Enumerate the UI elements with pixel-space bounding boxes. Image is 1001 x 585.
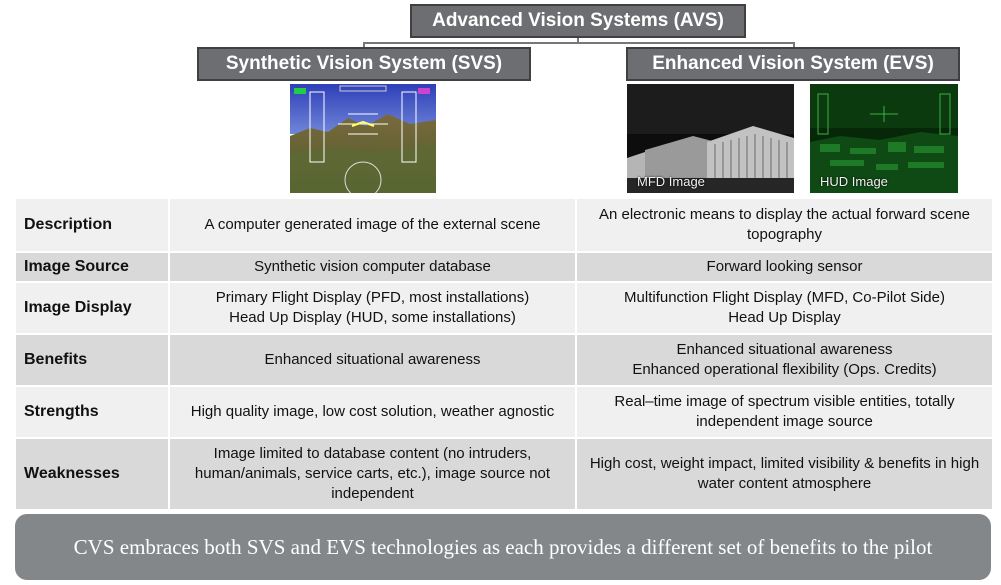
avs-title-box: Advanced Vision Systems (AVS)	[410, 4, 746, 38]
row-header: Image Display	[14, 281, 170, 335]
svs-cell: High quality image, low cost solution, w…	[168, 385, 577, 439]
connector-horizontal	[363, 42, 794, 44]
table-row-strengths: Strengths High quality image, low cost s…	[14, 385, 994, 439]
table-row-benefits: Benefits Enhanced situational awareness …	[14, 333, 994, 387]
hud-image-label: HUD Image	[820, 174, 888, 189]
evs-hud-image: HUD Image	[810, 84, 958, 193]
evs-cell: An electronic means to display the actua…	[575, 197, 994, 253]
svs-cell: A computer generated image of the extern…	[168, 197, 577, 253]
svs-title-box: Synthetic Vision System (SVS)	[197, 47, 531, 81]
evs-cell: Real–time image of spectrum visible enti…	[575, 385, 994, 439]
table-row-description: Description A computer generated image o…	[14, 197, 994, 253]
table-row-weaknesses: Weaknesses Image limited to database con…	[14, 437, 994, 511]
connector-avs-down	[577, 38, 579, 43]
avs-title: Advanced Vision Systems (AVS)	[432, 10, 724, 31]
row-header: Description	[14, 197, 170, 253]
row-header: Benefits	[14, 333, 170, 387]
svs-cell: Primary Flight Display (PFD, most instal…	[168, 281, 577, 335]
summary-text: CVS embraces both SVS and EVS technologi…	[73, 535, 933, 559]
evs-title-box: Enhanced Vision System (EVS)	[626, 47, 960, 81]
row-header: Weaknesses	[14, 437, 170, 511]
row-header: Image Source	[14, 251, 170, 283]
connector-svs	[363, 42, 365, 47]
evs-cell: Enhanced situational awareness Enhanced …	[575, 333, 994, 387]
summary-banner: CVS embraces both SVS and EVS technologi…	[15, 514, 991, 580]
svs-cell: Enhanced situational awareness	[168, 333, 577, 387]
svs-synthetic-image	[290, 84, 436, 193]
svs-title: Synthetic Vision System (SVS)	[225, 53, 503, 74]
row-header: Strengths	[14, 385, 170, 439]
evs-cell: Multifunction Flight Display (MFD, Co-Pi…	[575, 281, 994, 335]
evs-title: Enhanced Vision System (EVS)	[652, 53, 934, 74]
evs-cell: Forward looking sensor	[575, 251, 994, 283]
table-row-image-source: Image Source Synthetic vision computer d…	[14, 251, 994, 283]
connector-evs	[793, 42, 795, 47]
evs-cell: High cost, weight impact, limited visibi…	[575, 437, 994, 511]
evs-mfd-image: MFD Image	[627, 84, 794, 193]
table-row-image-display: Image Display Primary Flight Display (PF…	[14, 281, 994, 335]
mfd-image-label: MFD Image	[637, 174, 705, 189]
svs-cell: Image limited to database content (no in…	[168, 437, 577, 511]
svs-cell: Synthetic vision computer database	[168, 251, 577, 283]
comparison-table: Description A computer generated image o…	[14, 197, 994, 511]
